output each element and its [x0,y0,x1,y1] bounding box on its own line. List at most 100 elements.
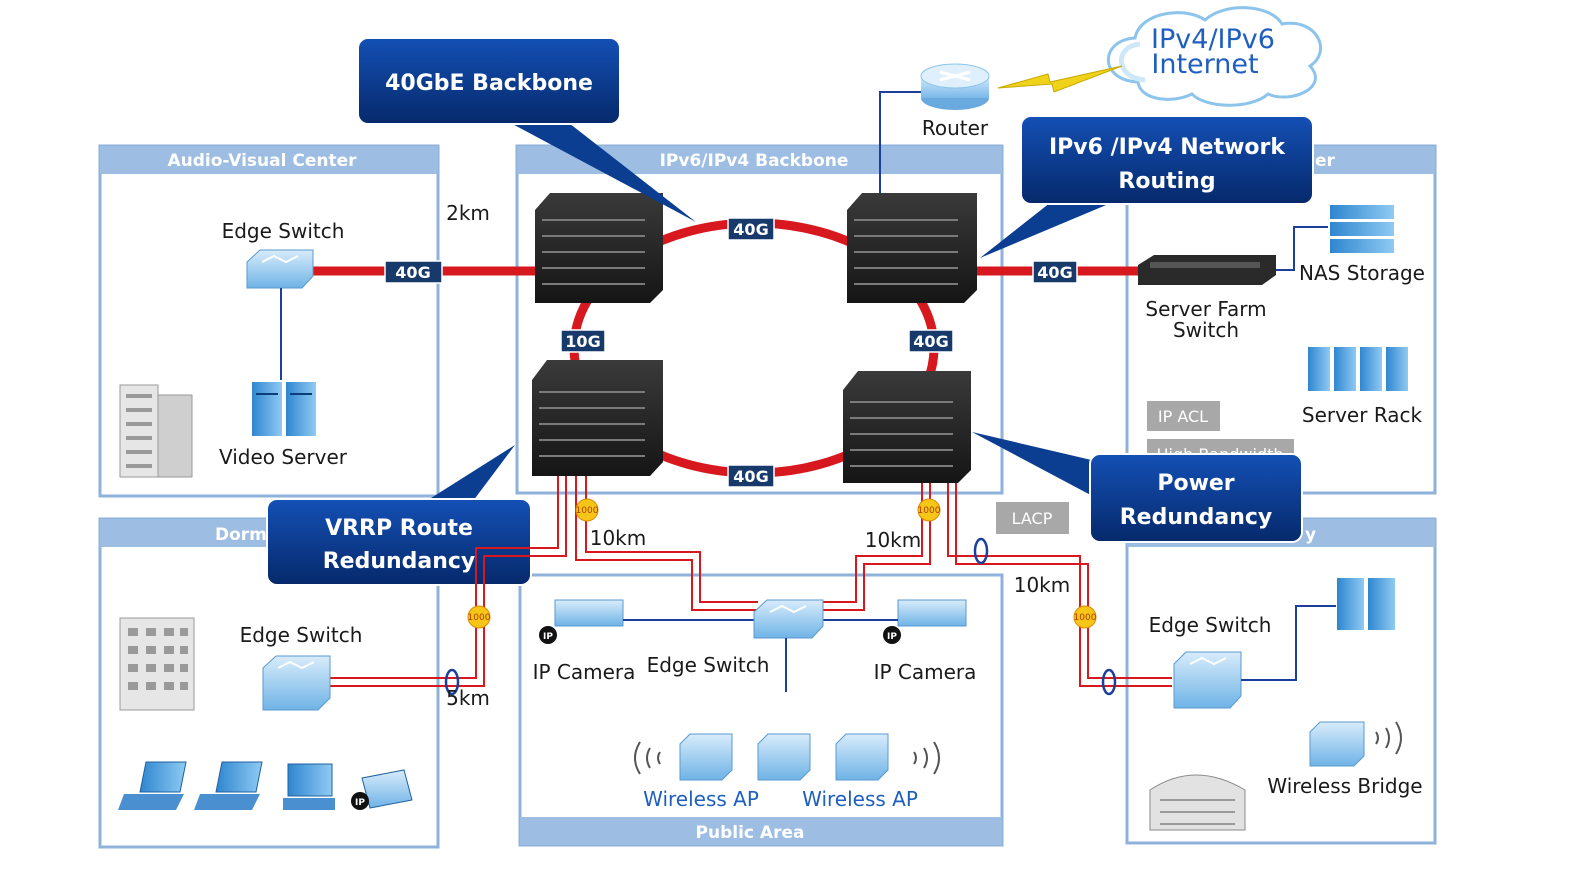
svg-text:40G: 40G [913,332,948,351]
zone-title-server-partial: er [1315,151,1336,171]
router-link [879,91,921,200]
edge-switch-right-label: Edge Switch [1149,613,1272,637]
ip-glyph-camera-right: IP [887,632,897,642]
svg-text:IP ACL: IP ACL [1158,407,1208,426]
lacp-ring-right-top [973,537,989,565]
core-switch-top-left [535,193,663,303]
svg-text:40G: 40G [733,220,768,239]
core-switch-top-right [847,193,977,303]
cloud-line-1: IPv4/IPv6 [1151,24,1275,55]
server-farm-label-2: Switch [1173,318,1239,342]
edge-switch-public-icon [753,599,824,639]
server-rack-label: Server Rack [1302,403,1423,427]
wireless-ap-right-icon [835,733,940,781]
ip-glyph-camera-left: IP [543,632,553,642]
ip-acl-tag: IP ACL [1147,401,1220,431]
ip-phone-icon: IP [351,769,413,810]
edge-switch-av-label: Edge Switch [222,219,345,243]
zone-title-dorm-partial: Dorm [215,525,267,545]
router-icon [920,63,990,110]
public-fiber-link-left [575,476,758,611]
svg-text:Power: Power [1157,471,1234,496]
svg-text:Routing: Routing [1118,169,1215,194]
wireless-ap-middle-icon [757,733,811,781]
ip-camera-right-label: IP Camera [874,660,977,684]
right-tree-link [1241,605,1336,681]
zone-title-audio-visual: Audio-Visual Center [167,151,357,171]
distance-10km-mid: 10km [865,528,922,552]
desktop-pc-icon [283,763,335,810]
svg-text:1000: 1000 [576,506,599,516]
cloud-line-2: Internet [1151,49,1258,80]
callout-vrrp: VRRP Route Redundancy [266,445,532,586]
zone-title-right-partial: y [1305,525,1316,545]
edge-switch-right-icon [1173,651,1242,709]
svg-text:1000: 1000 [918,506,941,516]
callout-network-routing: IPv6 /IPv4 Network Routing [980,115,1314,258]
speed-badge-left-ring: 10G [560,329,606,353]
distance-5km: 5km [446,686,490,710]
lacp-ring-right-bottom [1101,668,1117,696]
speed-badge-av: 40G [384,260,443,284]
svg-text:1000: 1000 [468,613,491,623]
lacp-tag: LACP [996,502,1069,534]
ip-glyph-phone: IP [355,798,365,808]
distance-10km-right: 10km [1014,573,1071,597]
distance-2km: 2km [446,201,490,225]
speed-badge-bottom-ring: 40G [727,464,775,488]
wireless-bridge-icon [1309,721,1402,767]
public-fiber-link-right [820,483,931,611]
wireless-ap-right-label: Wireless AP [802,787,918,811]
laptop-icon-1 [118,761,187,810]
edge-switch-public-label: Edge Switch [647,653,770,677]
svg-text:Redundancy: Redundancy [1120,505,1273,530]
svg-text:40G: 40G [733,467,768,486]
video-server-icon [252,382,316,436]
zone-title-public-area: Public Area [696,823,805,843]
svg-text:10G: 10G [565,332,600,351]
right-fiber-link [947,483,1172,687]
svg-text:VRRP Route: VRRP Route [325,516,473,541]
nas-storage-icon [1330,205,1394,253]
dorm-building-icon [119,617,195,711]
edge-switch-dorm-label: Edge Switch [240,623,363,647]
svg-text:40G: 40G [1037,263,1072,282]
laptop-icon-2 [194,761,263,810]
svg-text:IPv6 /IPv4 Network: IPv6 /IPv4 Network [1049,135,1286,160]
video-server-label: Video Server [219,445,348,469]
server-right-icon [1337,578,1395,630]
wireless-ap-left-label: Wireless AP [643,787,759,811]
svg-text:40GbE Backbone: 40GbE Backbone [385,71,593,96]
edge-switch-dorm-icon [262,655,331,711]
svg-text:40G: 40G [395,263,430,282]
campus-building-icon [1149,774,1246,831]
svg-text:Redundancy: Redundancy [323,549,476,574]
badge-1000-dorm: 1000 [467,605,491,629]
speed-badge-top-ring: 40G [727,217,775,241]
ip-camera-right-icon: IP [883,599,967,644]
svg-text:1000: 1000 [1074,613,1097,623]
server-farm-tree-link [1276,226,1328,271]
wireless-ap-left-icon [634,733,733,781]
server-rack-icon [1308,347,1408,391]
wireless-bridge-label: Wireless Bridge [1267,774,1422,798]
zone-title-backbone: IPv6/IPv4 Backbone [660,151,849,171]
router-label: Router [922,116,989,140]
internet-cloud: IPv4/IPv6 Internet [1107,6,1322,107]
server-farm-label-1: Server Farm [1145,297,1266,321]
core-switch-bottom-left [532,360,663,476]
dorm-fiber-link [330,476,567,687]
office-building-icon [119,384,193,478]
ip-camera-left-icon: IP [539,599,624,644]
badge-1000-left: 1000 [575,498,599,522]
server-farm-switch-icon [1138,255,1276,285]
callout-40gbe-backbone: 40GbE Backbone [357,37,696,222]
core-switch-bottom-right [843,371,971,483]
edge-switch-av-icon [246,249,314,289]
svg-text:LACP: LACP [1012,509,1053,528]
badge-1000-right: 1000 [917,498,941,522]
speed-badge-right-ring: 40G [908,329,954,353]
callout-power-redundancy: Power Redundancy [972,432,1303,543]
lacp-ring-dorm [444,668,460,696]
